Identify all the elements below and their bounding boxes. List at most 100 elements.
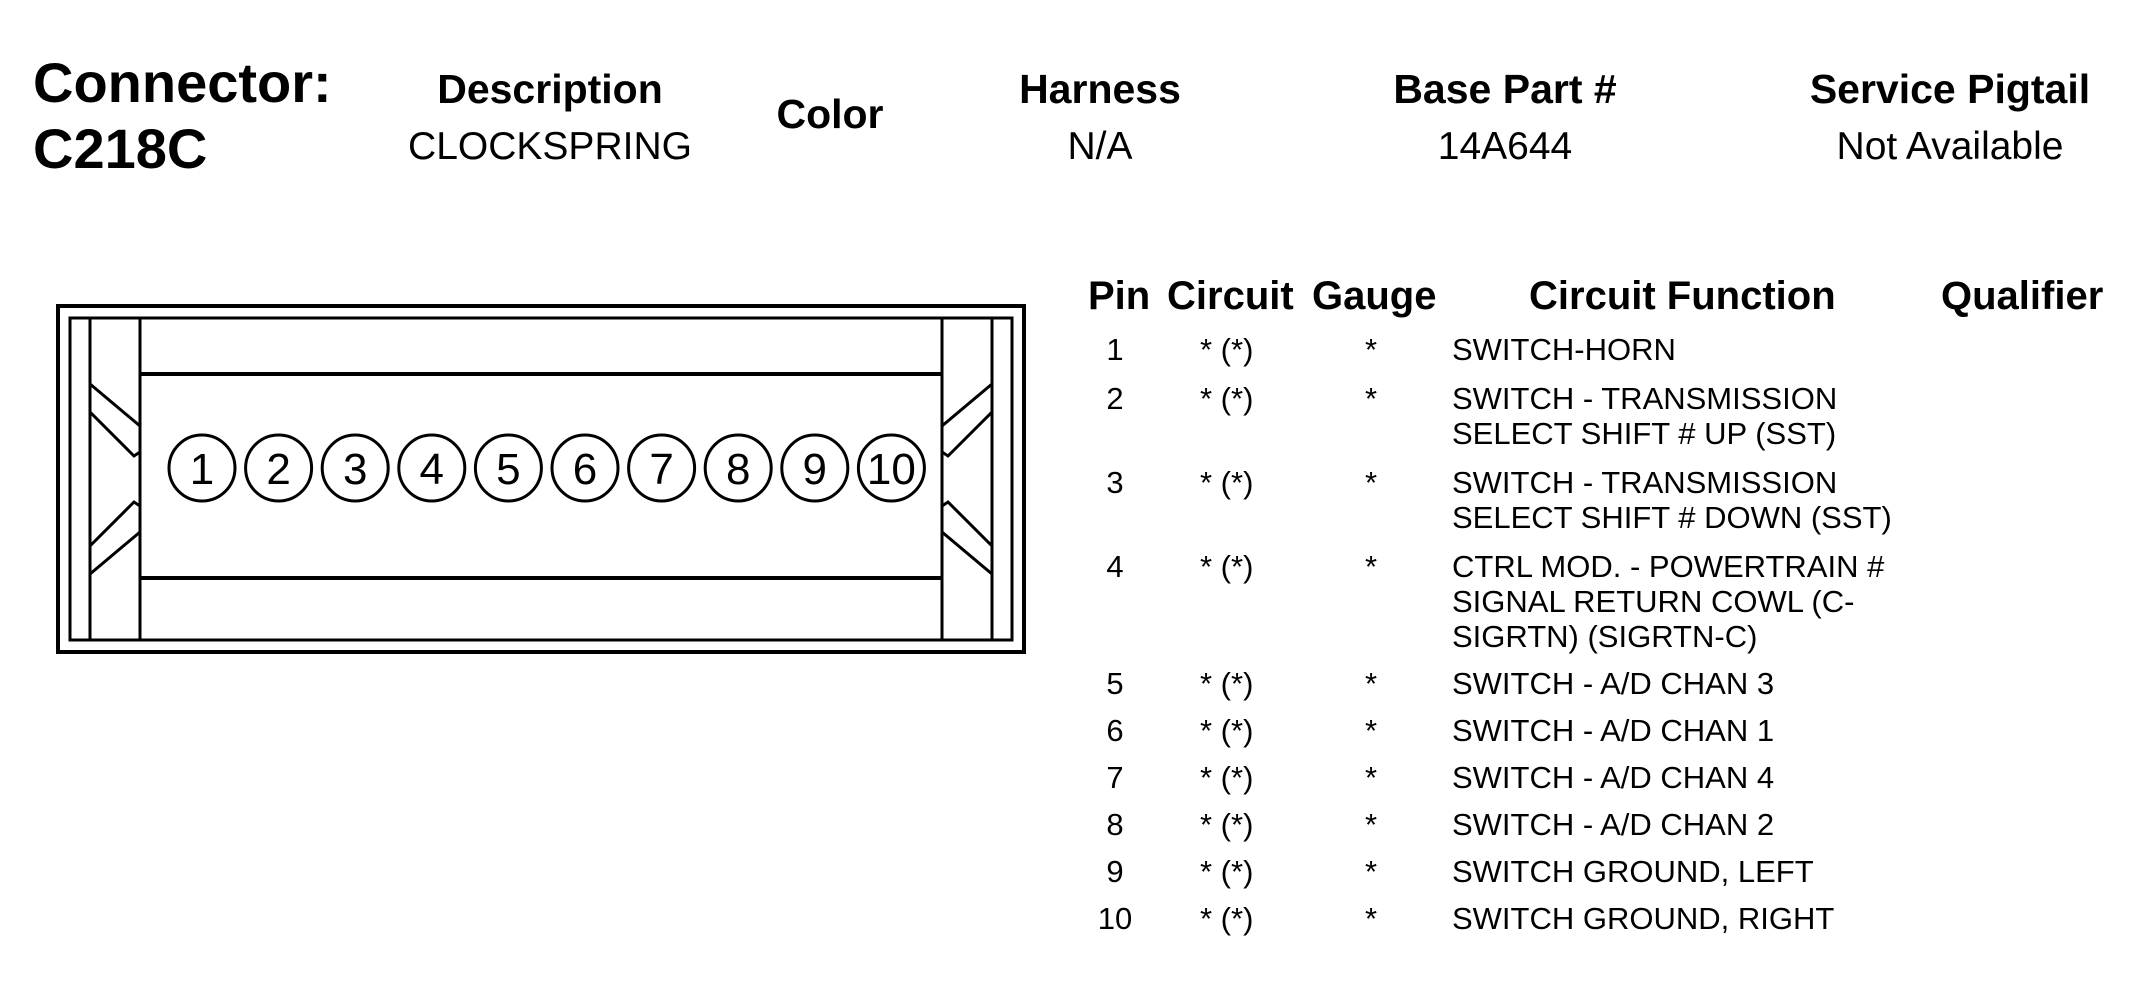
pin-cell: 4 [1106, 549, 1124, 584]
gauge-cell: * [1365, 381, 1378, 416]
pin-circle [167, 433, 237, 503]
pin-cell: 6 [1106, 713, 1124, 748]
circuit-cell: * (*) [1200, 332, 1254, 367]
connector-id: C218C [33, 117, 208, 180]
gauge-cell: * [1365, 807, 1378, 842]
pin-number: 9 [803, 445, 827, 494]
pin-number: 7 [649, 445, 673, 494]
pin-circle [550, 433, 620, 503]
circuit-header: Circuit [1167, 274, 1294, 318]
table-row: 5 * (*) * SWITCH - A/D CHAN 3 [1080, 666, 2151, 701]
circuit-function-cell: SWITCH - A/D CHAN 3 [1452, 666, 1775, 701]
circuit-function-cell: SWITCH - A/D CHAN 2 [1452, 807, 1775, 842]
pin-circle [780, 433, 850, 503]
gauge-cell: * [1365, 666, 1378, 701]
base-part-value: 14A644 [1437, 125, 1573, 168]
table-row: 7* (*)*SWITCH - A/D CHAN 4 [1080, 760, 2151, 795]
pin-number: 5 [496, 445, 520, 494]
gauge-cell: * [1365, 854, 1378, 889]
pin-cavity: 1 [167, 433, 237, 503]
pin-circle [320, 433, 390, 503]
service-pigtail-column: Service Pigtail Not Available [1740, 60, 2151, 176]
qualifier-header: Qualifier [1941, 274, 2104, 318]
circuit-function-cell: SWITCH - TRANSMISSION SELECT SHIFT # DOW… [1452, 465, 1892, 535]
table-row: 4* (*)*CTRL MOD. - POWERTRAIN # SIGNAL R… [1080, 549, 2151, 654]
pin-circle [703, 433, 773, 503]
connector-label: Connector: [33, 51, 332, 114]
connector-title: Connector: C218C [33, 50, 332, 182]
gauge-cell: * [1365, 760, 1378, 795]
pin-circle [856, 433, 926, 503]
circuit-cell: * (*) [1200, 854, 1254, 889]
pin-cell: 5 [1106, 666, 1124, 701]
service-pigtail-label: Service Pigtail [1809, 66, 2091, 112]
circuit-cell: * (*) [1200, 549, 1254, 584]
harness-value: N/A [1067, 125, 1133, 168]
circuit-cell: * (*) [1200, 760, 1254, 795]
color-label: Color [776, 91, 884, 137]
description-label: Description [437, 66, 663, 112]
pin-table: Pin Circuit Gauge Circuit Function Quali… [1080, 268, 2151, 936]
circuit-function-cell: SWITCH GROUND, LEFT [1452, 854, 1814, 889]
circuit-function-cell: SWITCH - TRANSMISSION SELECT SHIFT # UP … [1452, 381, 1838, 451]
table-row: 8 * (*) * SWITCH - A/D CHAN 2 [1080, 807, 2151, 842]
description-column: Description CLOCKSPRING [375, 60, 725, 176]
circuit-cell: * (*) [1200, 713, 1254, 748]
base-part-label: Base Part # [1393, 66, 1617, 112]
description-value: CLOCKSPRING [408, 125, 692, 168]
circuit-function-cell: CTRL MOD. - POWERTRAIN # SIGNAL RETURN C… [1452, 549, 1885, 654]
circuit-cell: * (*) [1200, 381, 1254, 416]
gauge-cell: * [1365, 713, 1378, 748]
pin-cavity: 8 [703, 433, 773, 503]
circuit-function-header: Circuit Function [1529, 274, 1836, 318]
pin-circle [627, 433, 697, 503]
pin-cell: 8 [1106, 807, 1124, 842]
harness-column: Harness N/A [950, 60, 1250, 176]
pin-cavity: 6 [550, 433, 620, 503]
color-column: Color [740, 85, 920, 143]
circuit-cell: * (*) [1200, 807, 1254, 842]
pin-circle [244, 433, 314, 503]
circuit-cell: * (*) [1200, 666, 1254, 701]
circuit-function-cell: SWITCH GROUND, RIGHT [1452, 901, 1835, 936]
pin-circle [473, 433, 543, 503]
pin-cavity: 10 [856, 433, 926, 503]
pin-number: 4 [420, 445, 444, 494]
gauge-header: Gauge [1312, 274, 1437, 318]
table-row: 9 * (*) * SWITCH GROUND, LEFT [1080, 854, 2151, 889]
table-row: 3* (*)*SWITCH - TRANSMISSION SELECT SHIF… [1080, 465, 2151, 535]
pin-cavity: 3 [320, 433, 390, 503]
pin-cavity: 2 [244, 433, 314, 503]
table-row: 2* (*)*SWITCH - TRANSMISSION SELECT SHIF… [1080, 381, 2151, 451]
pin-circle [397, 433, 467, 503]
pin-cell: 9 [1106, 854, 1124, 889]
pin-number: 8 [726, 445, 750, 494]
base-part-column: Base Part # 14A644 [1355, 60, 1655, 176]
service-pigtail-value: Not Available [1836, 125, 2064, 168]
pin-number: 3 [343, 445, 367, 494]
pin-number: 6 [573, 445, 597, 494]
circuit-function-cell: SWITCH-HORN [1452, 332, 1676, 367]
housing-outer [56, 304, 1026, 654]
pin-cavity: 4 [397, 433, 467, 503]
table-row: 1* (*)*SWITCH-HORN [1080, 332, 2151, 367]
pin-number: 10 [867, 445, 916, 494]
pin-cavity: 9 [780, 433, 850, 503]
circuit-function-cell: SWITCH - A/D CHAN 4 [1452, 760, 1775, 795]
table-row: 10 * (*) * SWITCH GROUND, RIGHT [1080, 901, 2151, 936]
pin-number: 2 [266, 445, 290, 494]
table-row: 6* (*)*SWITCH - A/D CHAN 1 [1080, 713, 2151, 748]
right-lower-latch [940, 500, 994, 578]
gauge-cell: * [1365, 901, 1378, 936]
circuit-cell: * (*) [1200, 901, 1254, 936]
left-upper-latch [88, 380, 142, 458]
pin-cavity: 5 [473, 433, 543, 503]
table-header-row: Pin Circuit Gauge Circuit Function Quali… [1080, 268, 2151, 324]
circuit-cell: * (*) [1200, 465, 1254, 500]
pin-cavity: 7 [627, 433, 697, 503]
pin-cell: 10 [1097, 901, 1133, 936]
pin-header: Pin [1088, 274, 1151, 318]
